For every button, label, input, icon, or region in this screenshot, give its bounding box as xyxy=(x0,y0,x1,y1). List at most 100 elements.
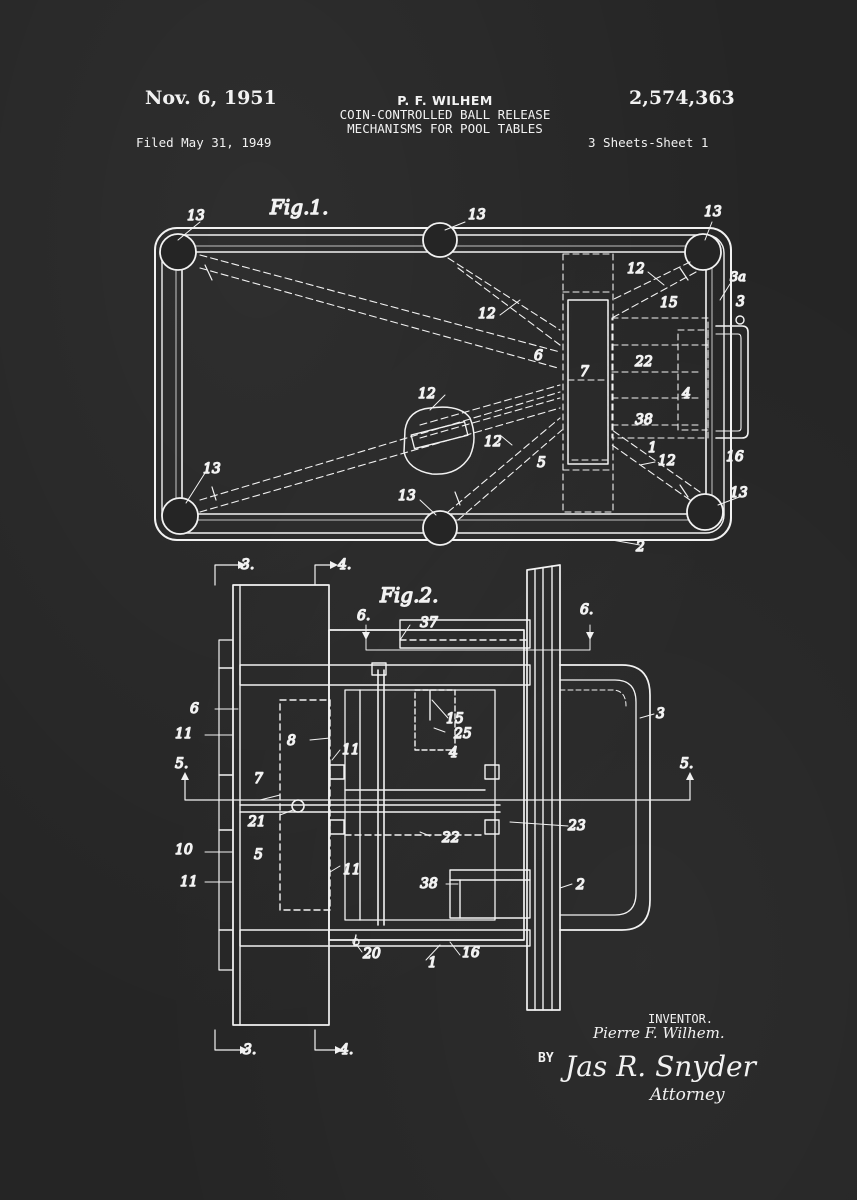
top-rail xyxy=(239,664,531,686)
ref-4: 4 xyxy=(681,386,691,402)
ref-13-bottom-middle: 13 xyxy=(398,488,416,504)
ref-10: 10 xyxy=(175,842,193,858)
pocket-top-left xyxy=(159,233,197,271)
figure-1: Fig.1. 13 13 13 13 13 13 12 12 12 12 12 … xyxy=(154,194,749,556)
inventor-signature: Pierre F. Wilhem. xyxy=(593,1024,725,1042)
ref-12-lower: 12 xyxy=(484,434,502,450)
section-arrowheads xyxy=(181,561,694,1054)
fig2-label: Fig.2. xyxy=(379,583,439,607)
handle-inner-line xyxy=(715,333,742,432)
ref-3: 3 xyxy=(656,706,665,722)
ref-6: 6 xyxy=(190,701,199,717)
ref-13-bottom-left: 13 xyxy=(203,461,221,477)
bracket-right-top xyxy=(484,764,500,780)
ref-7: 7 xyxy=(254,771,263,787)
ref-section3-bottom: 3. xyxy=(243,1042,256,1058)
by-label: BY xyxy=(538,1051,554,1066)
coin-slide-housing xyxy=(399,619,531,649)
ref-11-lower-left: 11 xyxy=(180,874,198,890)
ref-20: 20 xyxy=(362,946,381,962)
ref-12-cutaway: 12 xyxy=(418,386,436,402)
pocket-bottom-middle xyxy=(422,510,458,546)
attorney-signature: Jas R. Snyder xyxy=(565,1050,756,1083)
figure-2: Fig.2. 3. 4. 3. 4. 5. 5. 6. 6. 37 6 11 8… xyxy=(174,556,694,1058)
pivot-pin xyxy=(291,799,305,813)
cushion-edge xyxy=(175,245,713,521)
bracket-left-bottom xyxy=(329,819,345,835)
ref-3: 3 xyxy=(736,294,745,310)
ref-15: 15 xyxy=(446,711,464,727)
ref-16: 16 xyxy=(726,449,744,465)
ref-16: 16 xyxy=(462,945,480,961)
ref-section4-bottom: 4. xyxy=(339,1042,353,1058)
ref-2: 2 xyxy=(635,539,645,555)
ref-13-bottom-right: 13 xyxy=(730,485,748,501)
inventor-heading: INVENTOR. xyxy=(648,1012,714,1026)
coin-mechanism-knob xyxy=(371,662,387,676)
screw-20 xyxy=(352,938,360,946)
ref-13-top-middle: 13 xyxy=(468,207,486,223)
coin-box-dashed xyxy=(414,689,456,751)
ref-section6-right: 6. xyxy=(580,602,593,618)
table-rail-inner-edge xyxy=(161,234,725,534)
ref-13-top-left: 13 xyxy=(187,208,205,224)
inventor-name: P. F. WILHEM xyxy=(397,93,493,108)
ref-12-top: 12 xyxy=(627,261,645,277)
ref-22: 22 xyxy=(441,830,460,846)
patent-title-line1: COIN-CONTROLLED BALL RELEASE xyxy=(339,107,551,122)
table-rail-section xyxy=(526,564,561,1011)
handle-pivot xyxy=(735,315,745,325)
ref-22: 22 xyxy=(634,354,653,370)
bottom-rail xyxy=(239,929,531,947)
bracket-right-bottom xyxy=(484,819,500,835)
stop-block xyxy=(449,869,531,919)
pocket-top-middle xyxy=(422,222,458,258)
ref-23: 23 xyxy=(567,818,586,834)
ref-12-right: 12 xyxy=(658,453,676,469)
ball-return-handle xyxy=(715,325,749,439)
ref-1: 1 xyxy=(428,955,437,971)
ref-section5-left: 5. xyxy=(175,756,188,772)
ref-12-middle: 12 xyxy=(478,306,496,322)
section-markers xyxy=(184,564,691,1051)
ref-8: 8 xyxy=(287,733,296,749)
ref-21: 21 xyxy=(247,814,266,830)
fig2-leaders xyxy=(204,624,655,961)
fig1-leaders xyxy=(177,221,743,546)
cutaway-section xyxy=(403,406,475,475)
ref-section5-right: 5. xyxy=(680,756,693,772)
collection-box xyxy=(562,253,709,513)
ref-11-upper-inner: 11 xyxy=(342,742,360,758)
ref-38: 38 xyxy=(420,876,438,892)
handle-outer xyxy=(559,664,651,931)
mechanism-box xyxy=(328,629,525,941)
ball-box-wall xyxy=(567,299,609,465)
sheet-count: 3 Sheets-Sheet 1 xyxy=(588,135,709,150)
handle-inner xyxy=(559,679,637,916)
ref-5: 5 xyxy=(254,847,263,863)
ref-2: 2 xyxy=(575,877,585,893)
ref-section6-left: 6. xyxy=(357,608,370,624)
bracket-left-top xyxy=(329,764,345,780)
rail-marks xyxy=(204,264,689,506)
ref-13-top-right: 13 xyxy=(704,204,722,220)
fig1-label: Fig.1. xyxy=(269,195,329,219)
patent-number: 2,574,363 xyxy=(629,87,735,109)
pocket-top-right xyxy=(684,233,722,271)
ref-6: 6 xyxy=(534,348,543,364)
pocket-bottom-right xyxy=(686,493,724,531)
ref-38: 38 xyxy=(635,412,653,428)
ref-3a: 3a xyxy=(730,270,746,285)
cutaway-channel xyxy=(410,421,469,450)
ref-25: 25 xyxy=(453,726,472,742)
ref-5: 5 xyxy=(537,455,546,471)
patent-date: Nov. 6, 1951 xyxy=(145,87,277,109)
pocket-bottom-left xyxy=(161,497,199,535)
ref-11-upper-left: 11 xyxy=(175,726,193,742)
playing-surface xyxy=(181,251,707,515)
cabinet-side-panel xyxy=(218,639,234,971)
ref-7: 7 xyxy=(580,364,589,380)
ref-37: 37 xyxy=(420,615,438,631)
